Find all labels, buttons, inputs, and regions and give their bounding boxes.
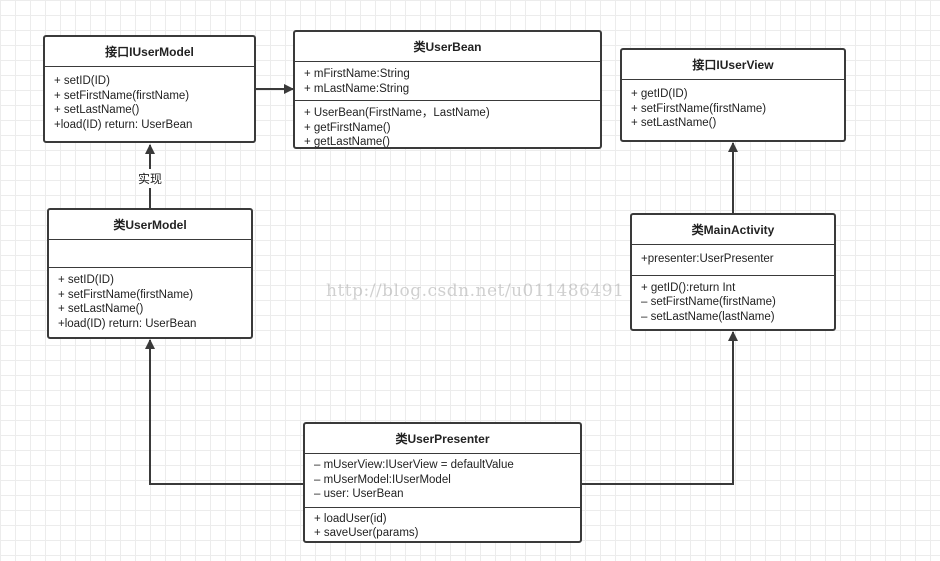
methods-section: + setID(ID) + setFirstName(firstName) + se… bbox=[45, 67, 254, 136]
member-line: + setID(ID) bbox=[58, 274, 114, 286]
member-line: + getLastName() bbox=[304, 136, 390, 148]
class-title: 类UserBean bbox=[295, 32, 600, 62]
attributes-section: – mUserView:IUserView = defaultValue – mU… bbox=[305, 454, 580, 508]
class-title: 类UserModel bbox=[49, 210, 251, 240]
member-line: + mFirstName:String bbox=[304, 68, 410, 80]
implements-label: 实现 bbox=[136, 169, 165, 188]
member-line: – mUserModel:IUserModel bbox=[314, 473, 451, 486]
member-line: + setFirstName(firstName) bbox=[58, 288, 194, 301]
member-line: + setFirstName(firstName) bbox=[631, 102, 767, 115]
attributes-section: + mFirstName:String + mLastName:String bbox=[295, 62, 600, 101]
methods-section: + UserBean(FirstName，LastName) + getFirst… bbox=[295, 101, 600, 154]
methods-section: + setID(ID) + setFirstName(firstName) + se… bbox=[49, 268, 251, 335]
class-title: 类MainActivity bbox=[632, 215, 834, 245]
member-line: + saveUser(params) bbox=[314, 527, 419, 539]
class-title: 接口IUserView bbox=[622, 50, 844, 80]
member-line: + setID(ID) bbox=[54, 75, 110, 87]
watermark-text: http://blog.csdn.net/u011486491 bbox=[326, 281, 625, 301]
member-line: + mLastName:String bbox=[304, 82, 410, 95]
attributes-section bbox=[49, 240, 251, 268]
arrow-userpresenter-to-usermodel bbox=[145, 339, 303, 485]
member-line: +load(ID) return: UserBean bbox=[58, 317, 197, 330]
member-line: + setLastName() bbox=[631, 117, 717, 129]
member-line: +load(ID) return: UserBean bbox=[54, 118, 193, 131]
member-line: + getID(ID) bbox=[631, 88, 688, 100]
member-line: + getID():return Int bbox=[641, 281, 736, 294]
class-title: 类UserPresenter bbox=[305, 424, 580, 454]
member-line: + setLastName() bbox=[54, 104, 140, 116]
class-mainactivity[interactable]: 类MainActivity +presenter:UserPresenter +… bbox=[630, 213, 836, 331]
member-line: + getFirstName() bbox=[304, 121, 391, 134]
class-iuserview[interactable]: 接口IUserView + getID(ID) + setFirstName(fi… bbox=[620, 48, 846, 142]
member-line: + loadUser(id) bbox=[314, 512, 387, 525]
attributes-section: +presenter:UserPresenter bbox=[632, 245, 834, 276]
member-line: +presenter:UserPresenter bbox=[641, 253, 774, 265]
class-userbean[interactable]: 类UserBean + mFirstName:String + mLastName… bbox=[293, 30, 602, 149]
member-line: – setFirstName(firstName) bbox=[641, 296, 776, 308]
methods-section: + loadUser(id) + saveUser(params) bbox=[305, 508, 580, 545]
methods-section: + getID():return Int – setFirstName(first… bbox=[632, 276, 834, 329]
class-title: 接口IUserModel bbox=[45, 37, 254, 67]
member-line: + setFirstName(firstName) bbox=[54, 89, 190, 102]
methods-section: + getID(ID) + setFirstName(firstName) + se… bbox=[622, 80, 844, 135]
class-iusermodel[interactable]: 接口IUserModel + setID(ID) + setFirstName(f… bbox=[43, 35, 256, 143]
member-line: – setLastName(lastName) bbox=[641, 310, 775, 323]
member-line: – mUserView:IUserView = defaultValue bbox=[314, 459, 514, 471]
class-usermodel[interactable]: 类UserModel + setID(ID) + setFirstName(fir… bbox=[47, 208, 253, 339]
member-line: + UserBean(FirstName，LastName) bbox=[304, 107, 490, 119]
member-line: + setLastName() bbox=[58, 303, 144, 315]
arrow-userpresenter-to-mainactivity bbox=[582, 331, 738, 485]
member-line: – user: UserBean bbox=[314, 488, 404, 500]
class-userpresenter[interactable]: 类UserPresenter – mUserView:IUserView = d… bbox=[303, 422, 582, 543]
